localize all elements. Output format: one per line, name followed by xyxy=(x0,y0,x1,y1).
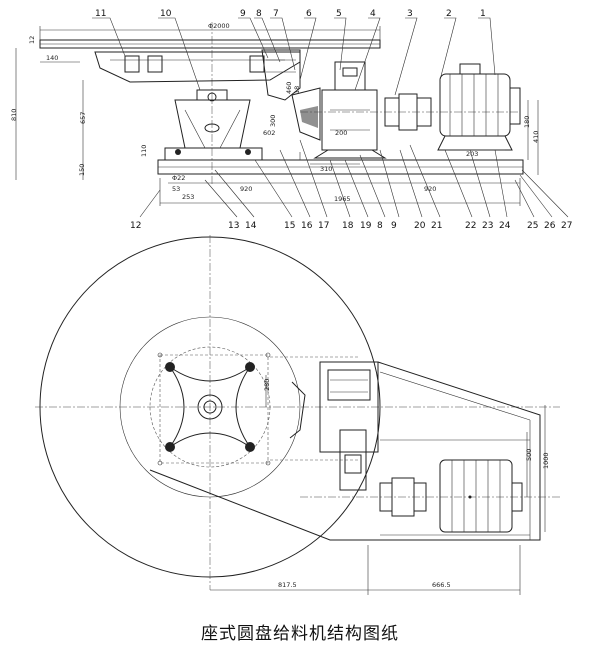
svg-text:500: 500 xyxy=(525,449,533,461)
part-labels-top: 11 10 9 8 7 6 5 4 3 2 1 xyxy=(92,9,496,96)
svg-text:18: 18 xyxy=(293,86,301,94)
svg-text:9: 9 xyxy=(391,221,397,231)
svg-text:19: 19 xyxy=(360,221,372,231)
svg-text:140: 140 xyxy=(46,54,58,62)
svg-text:6: 6 xyxy=(306,9,312,19)
svg-text:110: 110 xyxy=(140,145,148,157)
svg-text:11: 11 xyxy=(95,9,106,19)
plan-frame xyxy=(149,361,541,541)
svg-text:150: 150 xyxy=(78,164,86,176)
svg-text:203: 203 xyxy=(466,150,478,158)
svg-text:1: 1 xyxy=(480,9,486,19)
svg-text:310: 310 xyxy=(320,165,332,173)
drawing-caption: 座式圆盘给料机结构图纸 xyxy=(201,624,399,644)
dim-disc-diameter: Φ2000 xyxy=(208,22,230,30)
svg-text:12: 12 xyxy=(28,36,36,44)
reducer xyxy=(321,89,378,151)
svg-text:7: 7 xyxy=(273,9,279,19)
svg-text:3: 3 xyxy=(407,9,413,19)
svg-text:460: 460 xyxy=(285,82,293,94)
svg-text:5: 5 xyxy=(336,9,342,19)
svg-text:20: 20 xyxy=(414,221,426,231)
svg-text:180: 180 xyxy=(523,116,531,128)
svg-text:810: 810 xyxy=(10,109,18,121)
svg-text:21: 21 xyxy=(431,221,442,231)
svg-text:1000: 1000 xyxy=(542,452,550,469)
svg-text:14: 14 xyxy=(245,221,257,231)
svg-text:300: 300 xyxy=(269,115,277,127)
svg-text:24: 24 xyxy=(499,221,511,231)
svg-text:200: 200 xyxy=(335,129,347,137)
svg-text:10: 10 xyxy=(160,9,172,19)
svg-text:9: 9 xyxy=(240,9,246,19)
svg-text:18: 18 xyxy=(342,221,354,231)
svg-text:12: 12 xyxy=(130,221,141,231)
svg-text:15: 15 xyxy=(284,221,295,231)
svg-text:8: 8 xyxy=(377,221,383,231)
svg-text:53: 53 xyxy=(172,185,180,193)
svg-text:666.5: 666.5 xyxy=(432,581,451,589)
svg-text:280: 280 xyxy=(263,379,271,391)
svg-text:602: 602 xyxy=(263,129,275,137)
plan-view: 280 500 1000 817.5 666.5 xyxy=(35,235,560,595)
svg-text:657: 657 xyxy=(79,112,87,124)
svg-text:23: 23 xyxy=(482,221,493,231)
svg-text:17: 17 xyxy=(318,221,329,231)
svg-text:22: 22 xyxy=(465,221,476,231)
svg-text:26: 26 xyxy=(544,221,556,231)
svg-text:253: 253 xyxy=(182,193,194,201)
svg-text:4: 4 xyxy=(370,9,376,19)
svg-text:16: 16 xyxy=(301,221,313,231)
svg-text:817.5: 817.5 xyxy=(278,581,297,589)
svg-text:920: 920 xyxy=(424,185,436,193)
svg-text:2: 2 xyxy=(446,9,452,19)
svg-text:920: 920 xyxy=(240,185,252,193)
side-view: Φ2000 12 140 810 657 150 110 18 460 300 … xyxy=(10,9,572,231)
svg-text:410: 410 xyxy=(532,131,540,143)
svg-text:1965: 1965 xyxy=(334,195,351,203)
svg-text:27: 27 xyxy=(561,221,572,231)
svg-text:Φ22: Φ22 xyxy=(172,174,185,182)
svg-text:13: 13 xyxy=(228,221,239,231)
part-labels-bottom: 12 13 14 15 16 17 18 19 8 9 20 21 22 23 … xyxy=(130,139,572,231)
svg-text:25: 25 xyxy=(527,221,538,231)
motor xyxy=(439,73,511,137)
svg-text:8: 8 xyxy=(256,9,262,19)
